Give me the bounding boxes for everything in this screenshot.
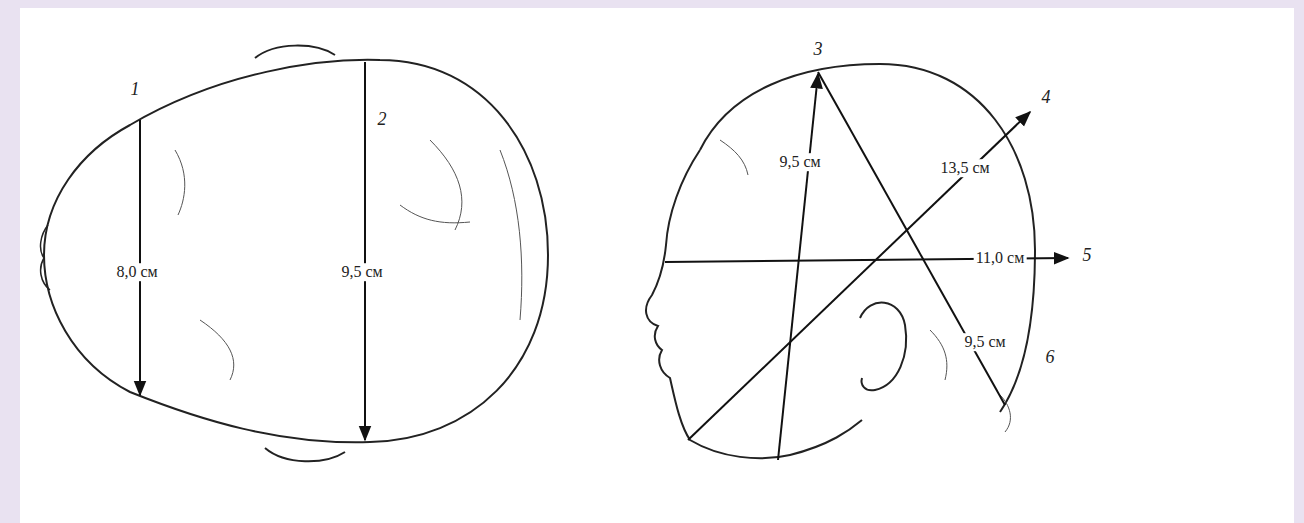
dimension-label: 8,0 см bbox=[114, 263, 159, 281]
dimension-label: 11,0 см bbox=[974, 249, 1027, 267]
dimension-label: 9,5 см bbox=[777, 153, 822, 171]
callout-number: 2 bbox=[378, 110, 387, 130]
callout-number: 1 bbox=[131, 80, 140, 100]
side-view bbox=[646, 64, 1068, 460]
dimension-label: 9,5 см bbox=[962, 333, 1007, 351]
dimension-label: 9,5 см bbox=[339, 263, 384, 281]
dimension-label: 13,5 см bbox=[938, 159, 991, 177]
callout-number: 3 bbox=[814, 40, 823, 60]
callout-number: 5 bbox=[1083, 246, 1092, 266]
callout-number: 4 bbox=[1042, 88, 1051, 108]
top-view bbox=[41, 46, 548, 462]
callout-number: 6 bbox=[1046, 348, 1055, 368]
white-panel bbox=[20, 8, 1294, 523]
